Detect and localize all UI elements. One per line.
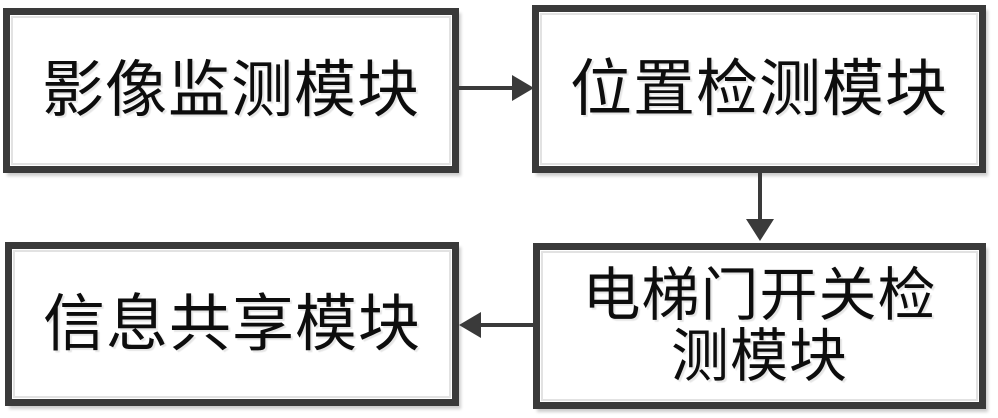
node-image-monitor-label: 影像监测模块	[41, 53, 420, 127]
node-position-detect-label: 位置检测模块	[569, 51, 948, 125]
node-info-share[interactable]: 信息共享模块	[5, 242, 459, 406]
node-door-switch-label: 电梯门开关检 测模块	[582, 261, 937, 390]
node-position-detect[interactable]: 位置检测模块	[532, 5, 986, 173]
connector-line	[480, 323, 534, 327]
connector-line	[758, 173, 762, 225]
arrow-right-icon	[512, 75, 534, 101]
arrow-down-icon	[746, 219, 774, 241]
node-info-share-label: 信息共享模块	[42, 286, 421, 360]
node-image-monitor[interactable]: 影像监测模块	[3, 8, 459, 173]
connector-line	[459, 86, 519, 90]
arrow-left-icon	[459, 312, 481, 338]
node-door-switch[interactable]: 电梯门开关检 测模块	[533, 243, 986, 409]
